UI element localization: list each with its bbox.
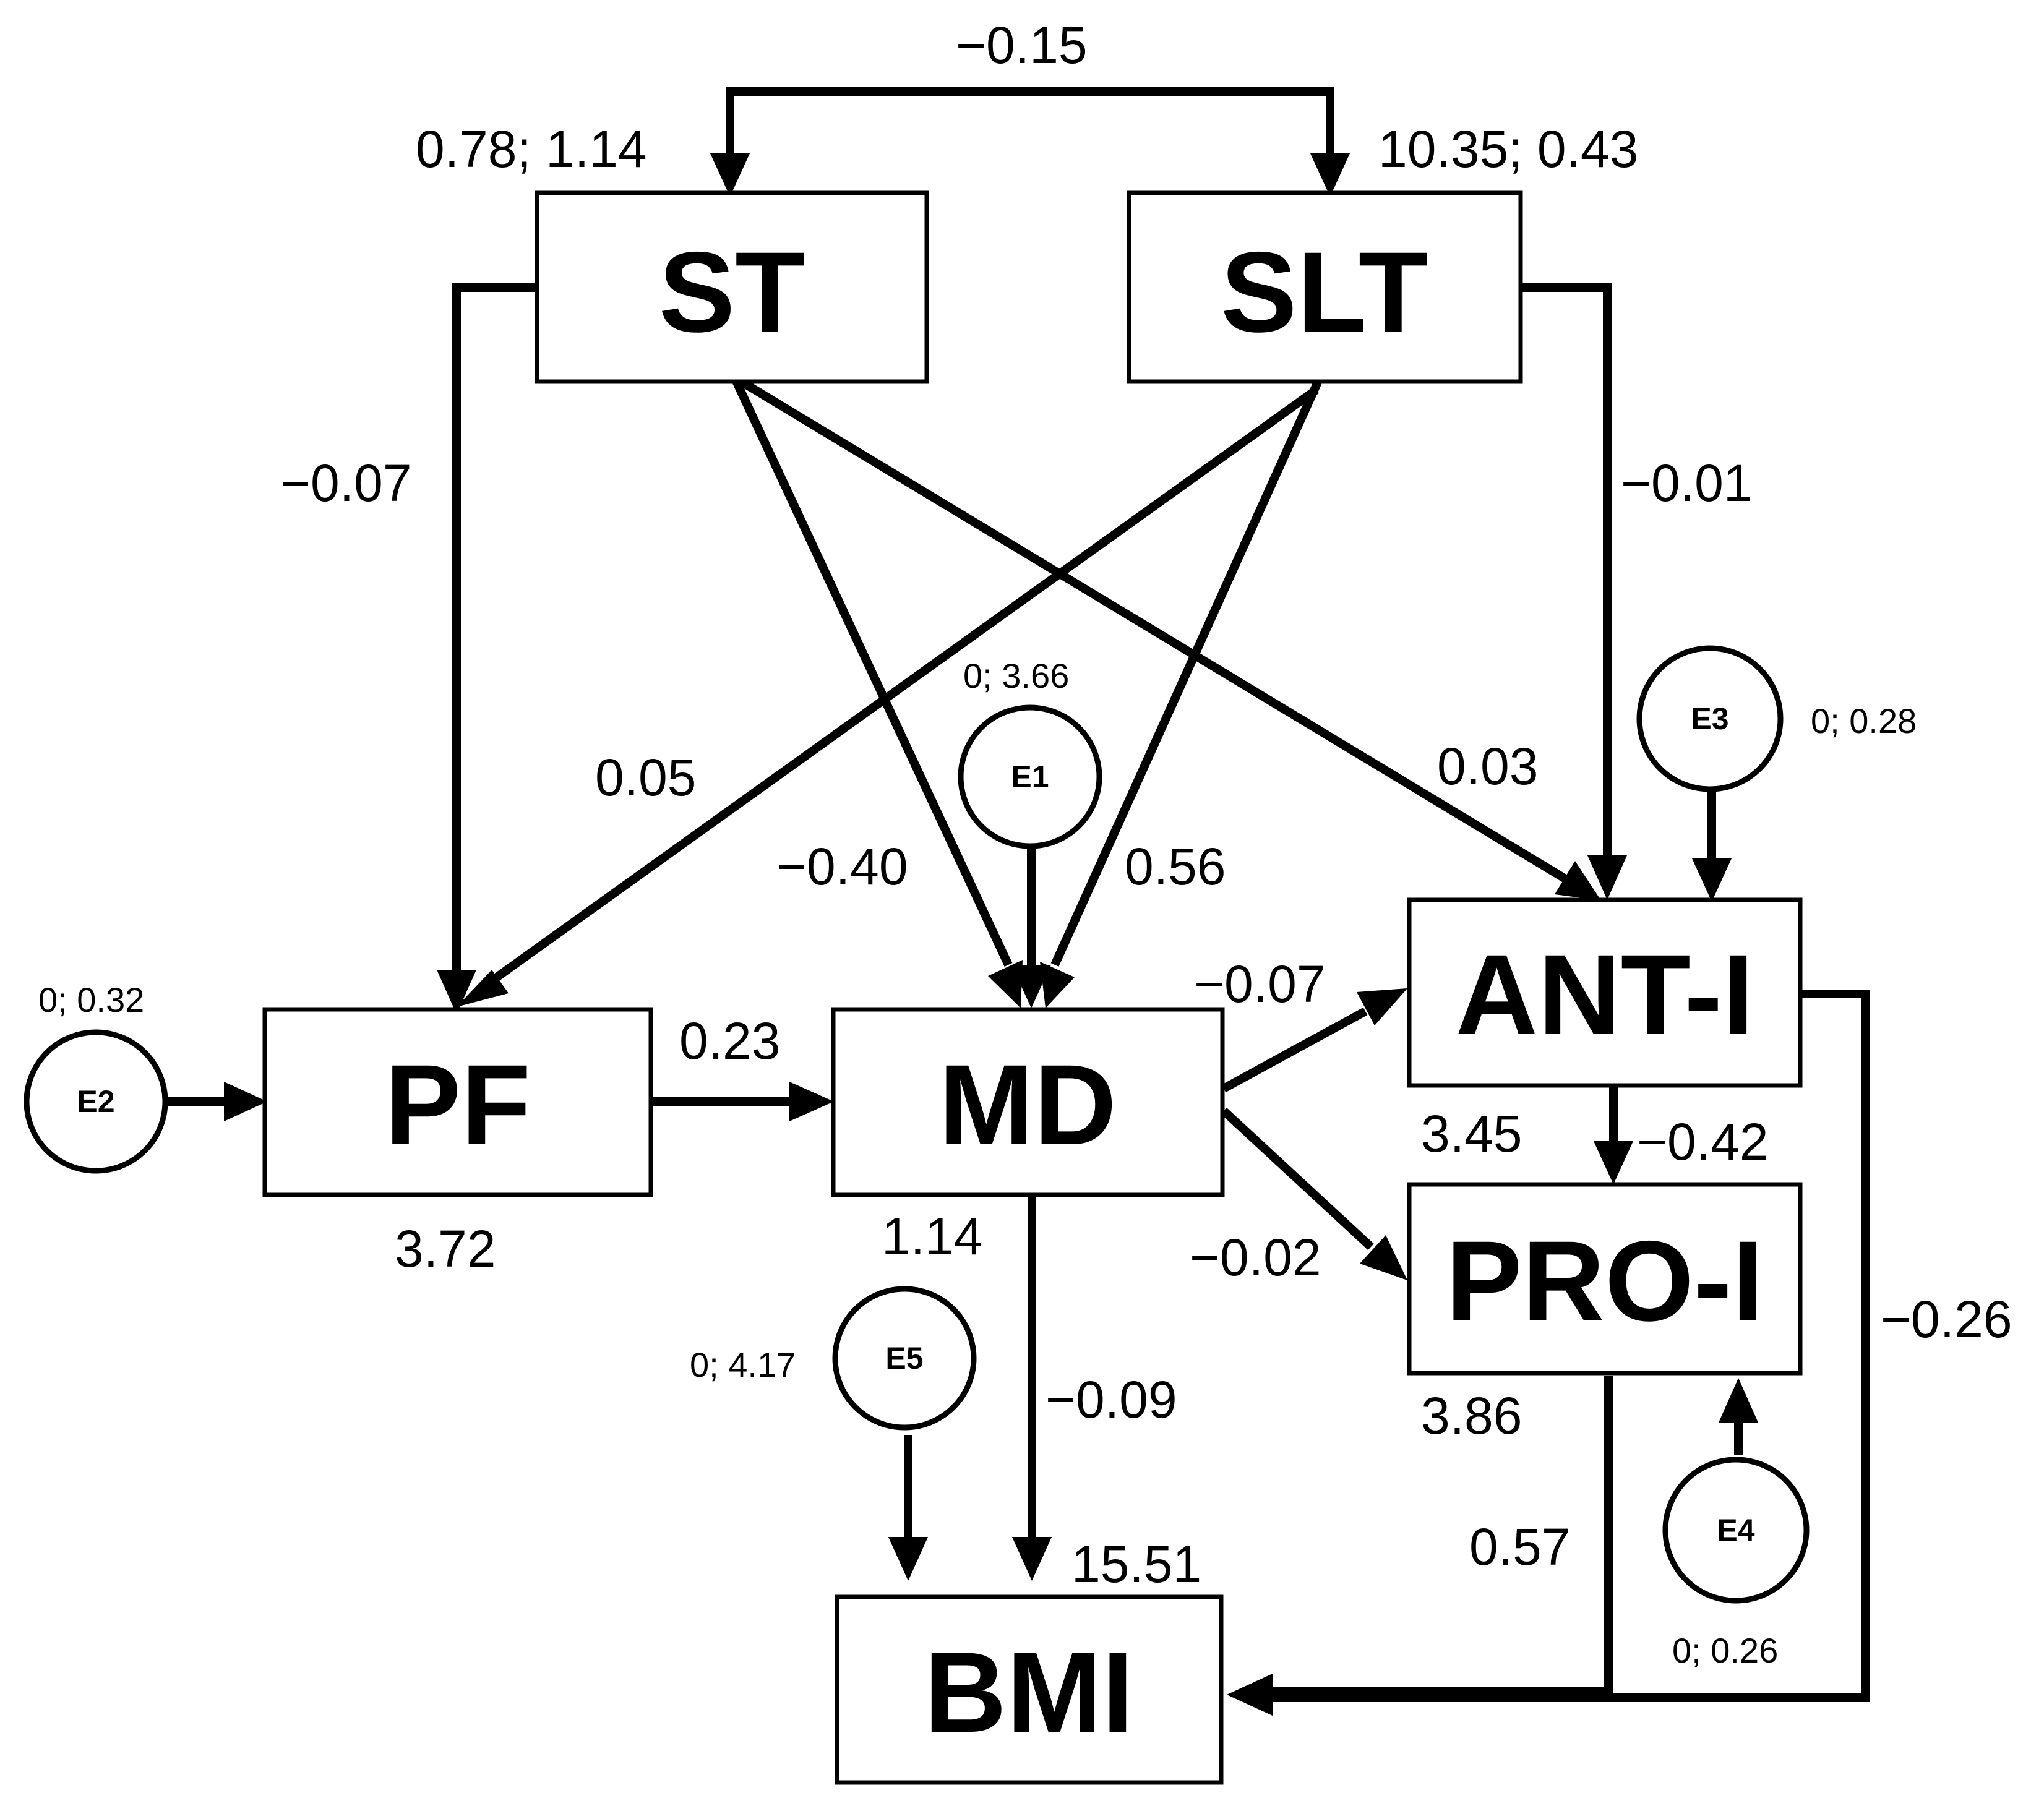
error-e4-label: E4 xyxy=(1717,1513,1754,1547)
node-bmi-label: BMI xyxy=(924,1629,1133,1757)
intercept-pf: 3.72 xyxy=(395,1220,496,1278)
node-ant-i: ANT-I xyxy=(1407,897,1803,1088)
error-e1-label: E1 xyxy=(1011,760,1049,794)
coef-pf-md: 0.23 xyxy=(679,1012,781,1070)
path-st-pf xyxy=(452,283,537,971)
path-st-slt xyxy=(726,87,1334,153)
path-ant-bmi xyxy=(1271,990,1870,1702)
variance-e2: 0; 0.32 xyxy=(38,980,144,1019)
error-e1: E1 xyxy=(958,704,1102,849)
error-e3-label: E3 xyxy=(1691,701,1728,736)
arrowhead-e4-pro xyxy=(1719,1378,1758,1423)
arrowhead-st-ant xyxy=(1555,861,1601,901)
variance-e3: 0; 0.28 xyxy=(1811,701,1917,740)
coef-pro-i-bmi: 0.57 xyxy=(1469,1518,1571,1576)
node-st: ST xyxy=(535,190,929,384)
coef-st-pf: −0.07 xyxy=(280,454,412,512)
connection-lines xyxy=(165,87,1870,1702)
node-st-label: ST xyxy=(659,229,805,356)
arrowheads xyxy=(224,153,1758,1716)
coef-md-bmi: −0.09 xyxy=(1046,1371,1177,1429)
node-pf: PF xyxy=(262,1007,653,1197)
path-slt-md xyxy=(1050,380,1322,967)
variance-e1: 0; 3.66 xyxy=(963,656,1069,695)
variance-st: 0.78; 1.14 xyxy=(416,120,647,178)
coef-st-md: −0.40 xyxy=(776,837,908,896)
arrowhead-md-pro xyxy=(1360,1235,1407,1280)
coef-ant-i-bmi: −0.26 xyxy=(1881,1290,2012,1348)
arrowhead-e2-pf xyxy=(224,1082,267,1121)
coef-st-ant-i: 0.03 xyxy=(1437,737,1539,795)
error-e3: E3 xyxy=(1636,645,1784,792)
path-md-ant xyxy=(1221,1007,1368,1093)
variance-e5: 0; 4.17 xyxy=(690,1345,796,1384)
arrowhead-bmi xyxy=(1227,1674,1273,1716)
path-st-md xyxy=(731,377,1013,967)
coef-slt-ant-i: −0.01 xyxy=(1621,454,1753,512)
node-md: MD xyxy=(831,1007,1225,1197)
path-md-pro xyxy=(1221,1107,1374,1251)
coef-ant-i-pro-i: −0.42 xyxy=(1637,1113,1769,1171)
arrowhead-slt-md xyxy=(1040,962,1075,1008)
node-ant-i-label: ANT-I xyxy=(1455,931,1754,1059)
coef-slt-pf: 0.05 xyxy=(595,748,697,807)
arrowhead-e5-bmi xyxy=(888,1537,928,1581)
coef-st-slt: −0.15 xyxy=(956,16,1088,74)
node-pro-i-label: PRO-I xyxy=(1446,1218,1764,1345)
variance-slt: 10.35; 0.43 xyxy=(1378,120,1638,178)
intercept-bmi: 15.51 xyxy=(1071,1535,1201,1593)
path-slt-ant xyxy=(1521,283,1612,857)
path-st-ant xyxy=(734,375,1569,883)
arrowhead-st-slt-st xyxy=(710,153,750,197)
arrowhead-slt-pf xyxy=(457,970,509,1007)
variance-e4: 0; 0.26 xyxy=(1672,1631,1778,1670)
error-e5-label: E5 xyxy=(885,1341,923,1376)
node-pf-label: PF xyxy=(385,1042,531,1169)
arrowhead-e1-md xyxy=(1011,965,1051,1008)
error-e4: E4 xyxy=(1662,1457,1810,1604)
node-slt-label: SLT xyxy=(1221,229,1428,356)
arrowhead-ant-pro xyxy=(1594,1141,1633,1184)
node-slt: SLT xyxy=(1127,190,1523,384)
arrowhead-pf-md xyxy=(789,1082,834,1121)
arrowhead-md-bmi xyxy=(1012,1537,1052,1581)
arrowhead-st-slt-slt xyxy=(1310,153,1350,197)
node-bmi: BMI xyxy=(835,1594,1224,1785)
path-pro-bmi xyxy=(1271,1376,1613,1696)
arrowhead-md-ant xyxy=(1357,988,1407,1025)
coef-md-ant-i: −0.07 xyxy=(1194,955,1326,1013)
arrowhead-e3-ant xyxy=(1692,858,1732,902)
arrowhead-slt-ant xyxy=(1587,855,1627,900)
intercept-ant-i: 3.45 xyxy=(1421,1105,1522,1163)
coef-md-pro-i: −0.02 xyxy=(1190,1228,1321,1286)
arrowhead-st-md xyxy=(988,960,1023,1008)
path-slt-pf xyxy=(478,386,1320,992)
intercept-pro-i: 3.86 xyxy=(1421,1387,1522,1445)
node-pro-i: PRO-I xyxy=(1407,1182,1803,1376)
coef-slt-md: 0.56 xyxy=(1125,837,1226,896)
error-e2-label: E2 xyxy=(77,1084,114,1119)
error-e2: E2 xyxy=(24,1029,168,1174)
node-md-label: MD xyxy=(938,1042,1117,1169)
intercept-md: 1.14 xyxy=(882,1207,983,1265)
arrowhead-st-pf xyxy=(437,970,476,1014)
error-e5: E5 xyxy=(832,1286,977,1431)
